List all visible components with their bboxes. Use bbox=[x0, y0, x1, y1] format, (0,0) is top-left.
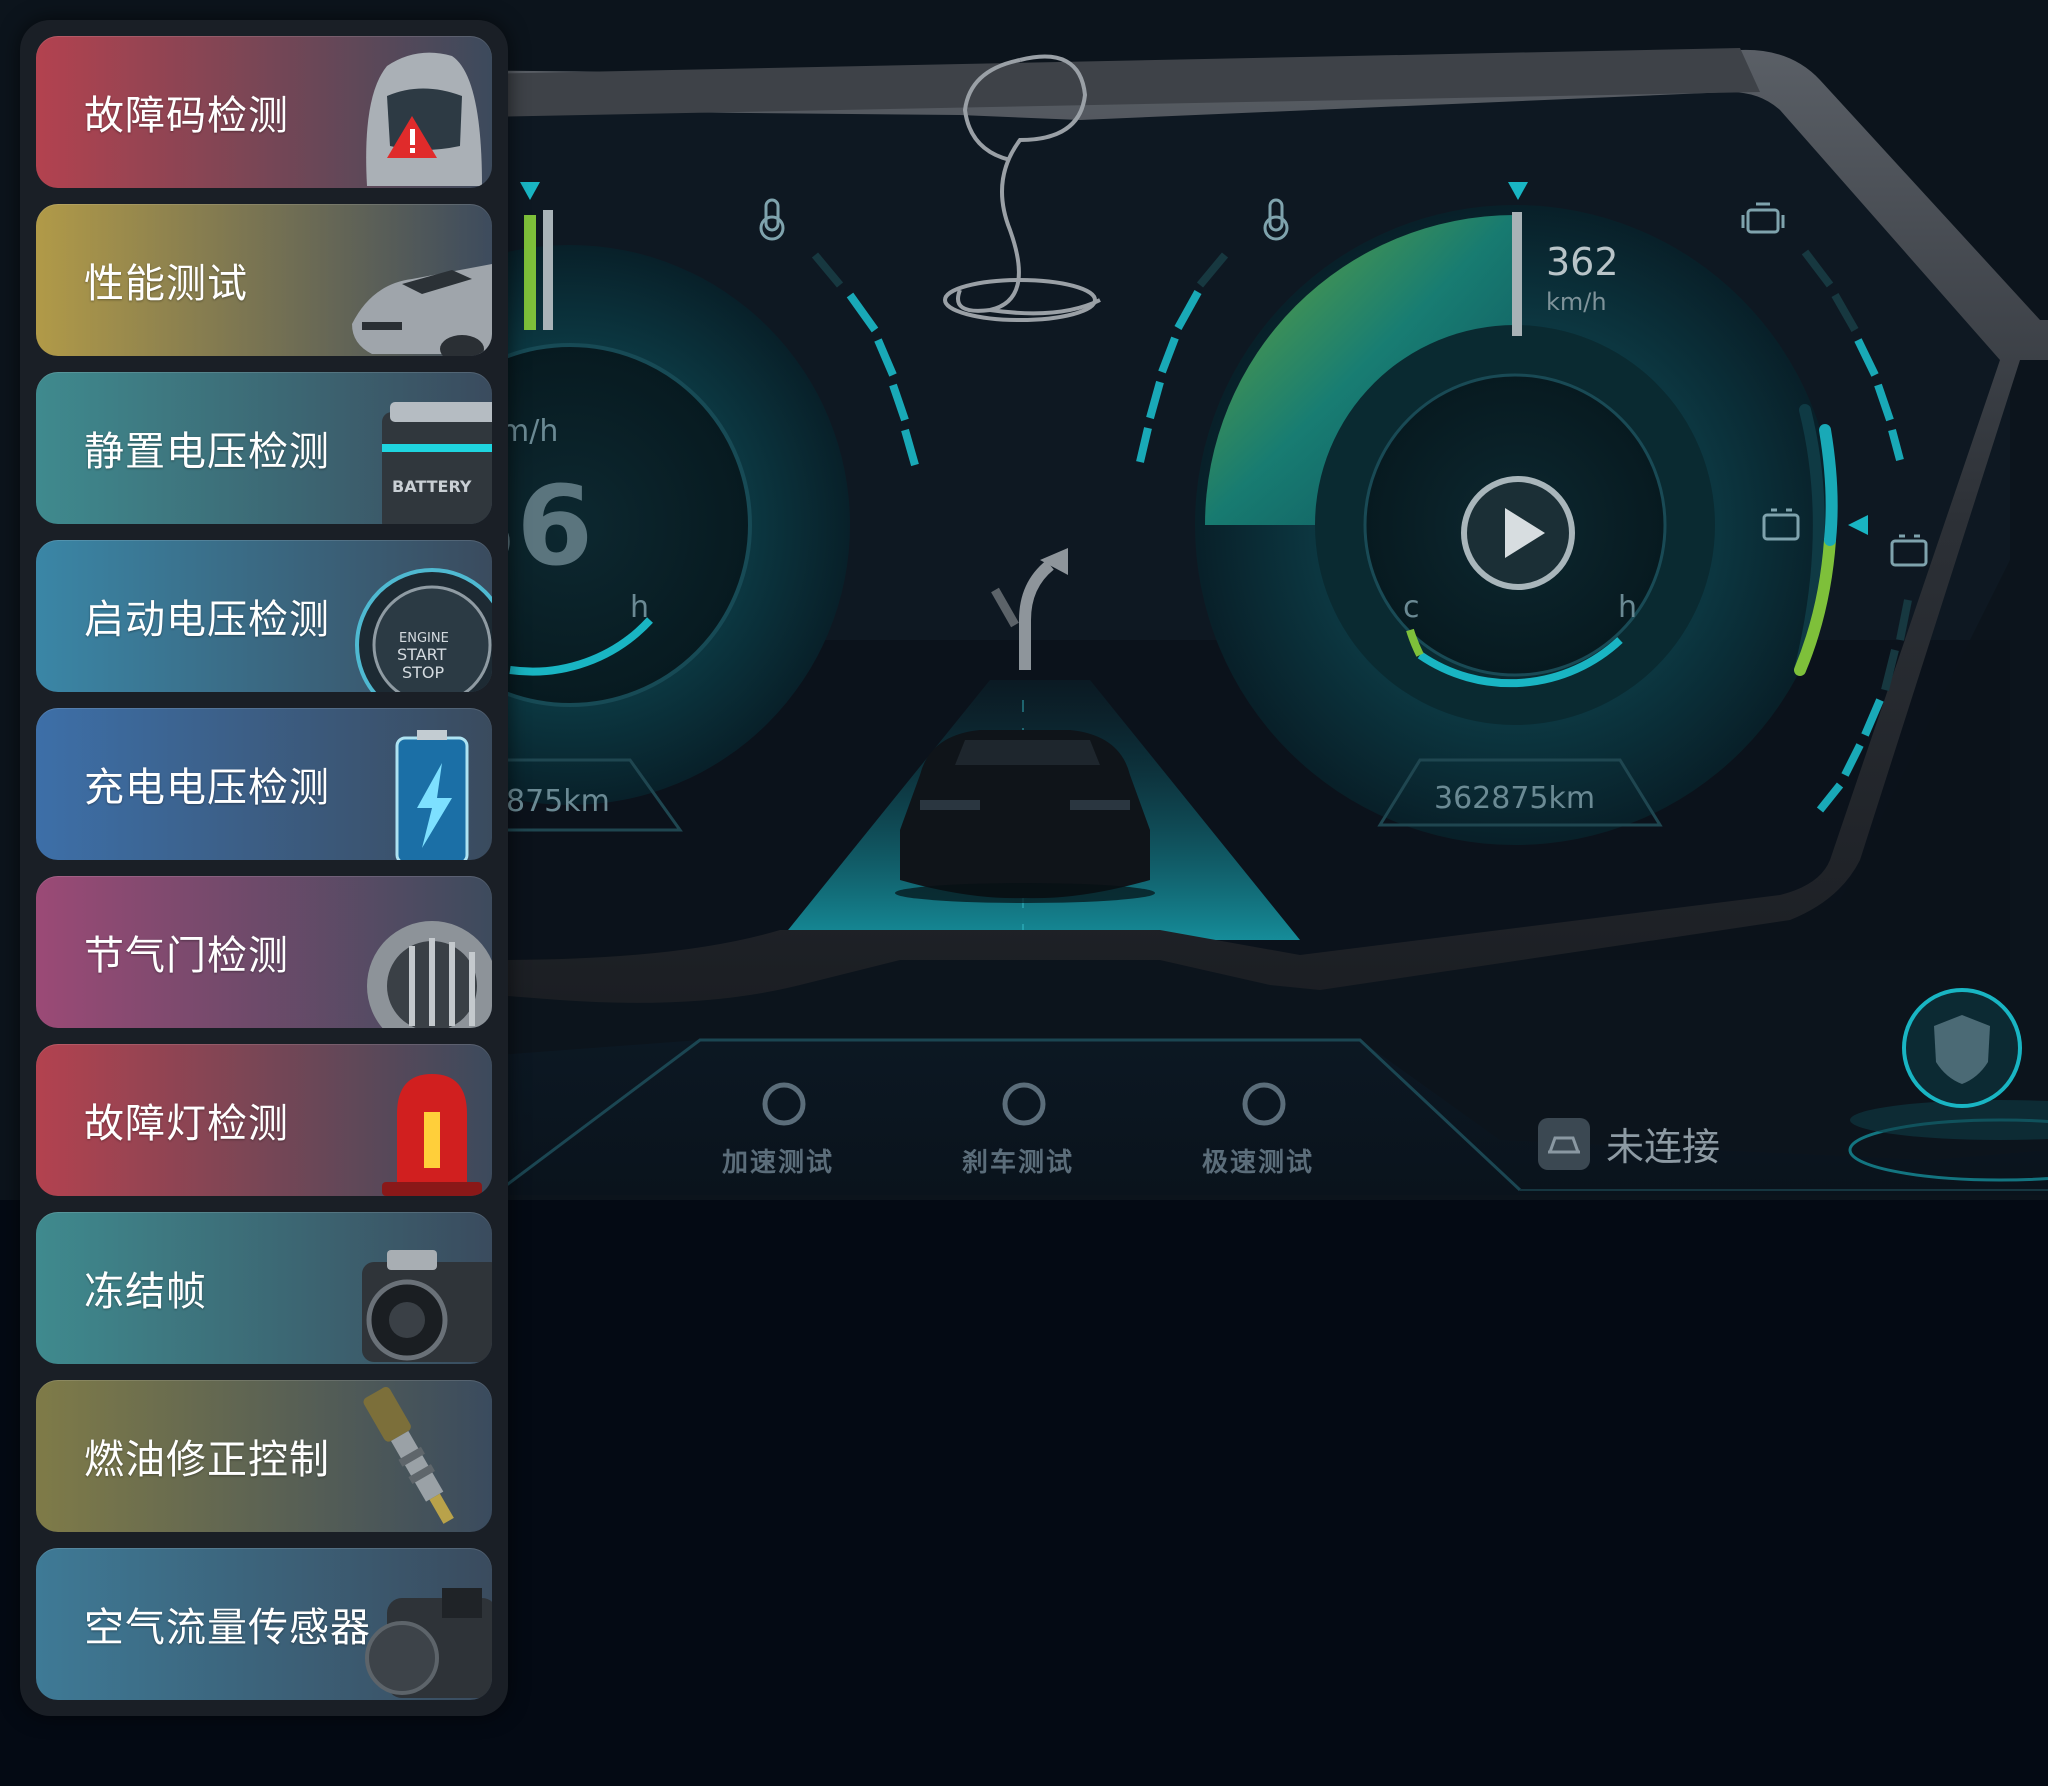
menu-item-start-voltage[interactable]: 启动电压检测 ENGINE START STOP bbox=[36, 540, 492, 692]
alarm-light-icon bbox=[382, 1074, 482, 1196]
menu-item-label: 充电电压检测 bbox=[84, 765, 330, 811]
menu-item-fault-light[interactable]: 故障灯检测 bbox=[36, 1044, 492, 1196]
menu-item-performance-test[interactable]: 性能测试 bbox=[36, 204, 492, 356]
brake-test-label: 刹车测试 bbox=[962, 1148, 1075, 1178]
play-icon bbox=[1461, 476, 1575, 590]
car-warning-icon bbox=[366, 52, 482, 187]
engine-start-text: ENGINE bbox=[399, 631, 449, 646]
battery-icon-label: BATTERY bbox=[392, 477, 472, 496]
test-warning-icons bbox=[762, 1082, 1286, 1126]
battery-icon: BATTERY bbox=[382, 402, 492, 524]
top-speed-test-button[interactable]: 极速测试 bbox=[1200, 1080, 1330, 1178]
thermometer-icon-left bbox=[759, 198, 785, 241]
sports-car-icon bbox=[352, 264, 492, 356]
connection-status[interactable]: 未连接 bbox=[1606, 1125, 1721, 1169]
engine-icon bbox=[1741, 202, 1785, 234]
sports-car-rear-icon bbox=[895, 730, 1155, 903]
battery-indicator-icon bbox=[1762, 508, 1928, 567]
top-speed-test-label: 极速测试 bbox=[1202, 1148, 1315, 1178]
right-odometer: 362875km bbox=[1434, 781, 1596, 816]
menu-item-label: 故障灯检测 bbox=[84, 1101, 289, 1147]
acceleration-test-label: 加速测试 bbox=[722, 1148, 835, 1178]
engine-start-button-icon: ENGINE START STOP bbox=[355, 568, 492, 692]
right-speed-unit: km/h bbox=[1546, 288, 1607, 316]
acceleration-test-button[interactable]: 加速测试 bbox=[720, 1080, 850, 1178]
menu-item-label: 静置电压检测 bbox=[84, 429, 330, 475]
thermometer-icon-right bbox=[1263, 198, 1289, 241]
menu-item-charging-voltage[interactable]: 充电电压检测 bbox=[36, 708, 492, 860]
menu-item-label: 节气门检测 bbox=[84, 933, 289, 979]
menu-item-fault-code[interactable]: 故障码检测 bbox=[36, 36, 492, 188]
throttle-icon bbox=[367, 921, 492, 1028]
turn-right-arrow-icon bbox=[991, 548, 1068, 670]
brake-test-button[interactable]: 刹车测试 bbox=[960, 1080, 1090, 1178]
camera-icon bbox=[362, 1250, 492, 1362]
menu-item-label: 冻结帧 bbox=[84, 1269, 207, 1315]
menu-item-label: 故障码检测 bbox=[84, 93, 289, 139]
menu-item-fuel-trim[interactable]: 燃油修正控制 bbox=[36, 1380, 492, 1532]
menu-item-throttle[interactable]: 节气门检测 bbox=[36, 876, 492, 1028]
menu-item-label: 空气流量传感器 bbox=[84, 1605, 371, 1651]
menu-item-label: 燃油修正控制 bbox=[84, 1437, 330, 1483]
left-hot-label: h bbox=[630, 590, 650, 625]
menu-item-label: 性能测试 bbox=[84, 261, 248, 307]
menu-item-static-voltage[interactable]: 静置电压检测 BATTERY bbox=[36, 372, 492, 524]
function-menu: 故障码检测 性能测试 静置电压检测 BATTERY 启动电压检测 bbox=[20, 20, 508, 1716]
fuel-injector-icon bbox=[363, 1387, 454, 1524]
right-cold-label: c bbox=[1403, 590, 1420, 625]
left-speed-unit: m/h bbox=[500, 414, 559, 449]
menu-item-label: 启动电压检测 bbox=[84, 597, 330, 643]
svg-text:START: START bbox=[397, 645, 447, 664]
charging-battery-icon bbox=[395, 730, 469, 860]
left-odometer: 875km bbox=[506, 784, 610, 819]
cobra-logo-icon bbox=[943, 54, 1101, 322]
shield-icon bbox=[1848, 988, 2048, 1182]
right-hot-label: h bbox=[1618, 590, 1638, 625]
svg-text:STOP: STOP bbox=[402, 663, 445, 682]
menu-item-freeze-frame[interactable]: 冻结帧 bbox=[36, 1212, 492, 1364]
air-flow-sensor-icon bbox=[365, 1588, 492, 1698]
right-speed-value: 362 bbox=[1546, 240, 1619, 284]
menu-item-air-flow-sensor[interactable]: 空气流量传感器 bbox=[36, 1548, 492, 1700]
car-connection-icon bbox=[1538, 1118, 1590, 1170]
